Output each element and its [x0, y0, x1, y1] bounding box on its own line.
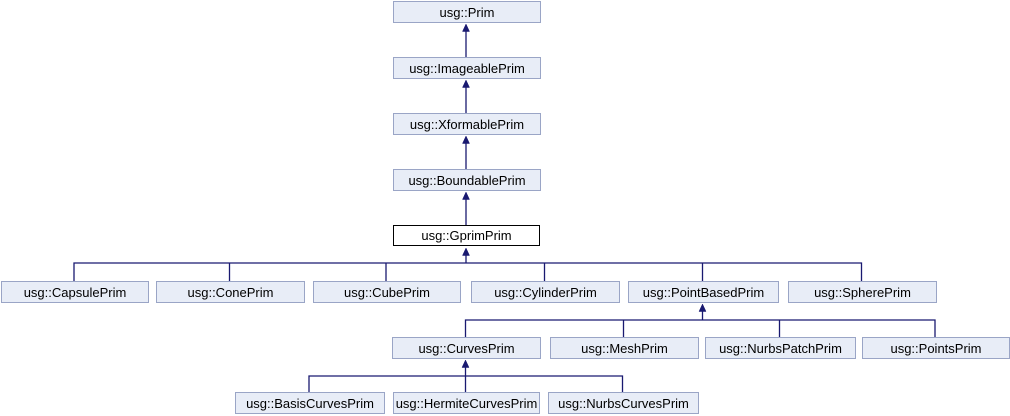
class-node-label: usg::ConePrim: [187, 284, 274, 300]
class-node-label: usg::GprimPrim: [421, 228, 512, 243]
class-node-usg-pointbasedprim[interactable]: usg::PointBasedPrim: [628, 281, 779, 303]
class-node-usg-cylinderprim[interactable]: usg::CylinderPrim: [471, 281, 620, 303]
class-node-label: usg::NurbsPatchPrim: [719, 340, 842, 356]
class-node-label: usg::BoundablePrim: [408, 172, 526, 188]
class-node-usg-nurbscurvesprim[interactable]: usg::NurbsCurvesPrim: [548, 392, 699, 414]
class-node-usg-imageableprim[interactable]: usg::ImageablePrim: [393, 57, 541, 79]
class-node-label: usg::HermiteCurvesPrim: [395, 395, 538, 411]
class-node-label: usg::PointsPrim: [890, 340, 982, 356]
class-node-usg-gprimprim: usg::GprimPrim: [393, 225, 540, 246]
class-node-label: usg::CylinderPrim: [494, 284, 597, 300]
class-node-usg-pointsprim[interactable]: usg::PointsPrim: [862, 337, 1010, 359]
class-node-label: usg::PointBasedPrim: [642, 284, 765, 300]
class-node-usg-nurbspatchprim[interactable]: usg::NurbsPatchPrim: [705, 337, 856, 359]
class-node-label: usg::SpherePrim: [814, 284, 911, 300]
class-node-usg-meshprim[interactable]: usg::MeshPrim: [550, 337, 699, 359]
class-node-usg-boundableprim[interactable]: usg::BoundablePrim: [393, 169, 541, 191]
class-node-usg-curvesprim[interactable]: usg::CurvesPrim: [392, 337, 541, 359]
class-node-usg-cubeprim[interactable]: usg::CubePrim: [313, 281, 461, 303]
class-node-usg-hermitecurvesprim[interactable]: usg::HermiteCurvesPrim: [393, 392, 540, 414]
class-node-label: usg::NurbsCurvesPrim: [558, 395, 689, 411]
class-node-usg-coneprim[interactable]: usg::ConePrim: [156, 281, 305, 303]
class-node-label: usg::XformablePrim: [409, 116, 525, 132]
class-node-usg-prim[interactable]: usg::Prim: [393, 1, 541, 23]
class-node-usg-capsuleprim[interactable]: usg::CapsulePrim: [1, 281, 149, 303]
class-node-usg-sphereprim[interactable]: usg::SpherePrim: [788, 281, 937, 303]
class-node-label: usg::MeshPrim: [581, 340, 668, 356]
class-node-label: usg::CurvesPrim: [418, 340, 515, 356]
class-node-label: usg::Prim: [439, 4, 495, 20]
class-node-label: usg::ImageablePrim: [409, 60, 525, 76]
class-node-usg-xformableprim[interactable]: usg::XformablePrim: [393, 113, 541, 135]
class-node-label: usg::BasisCurvesPrim: [246, 395, 374, 411]
class-node-usg-basiscurvesprim[interactable]: usg::BasisCurvesPrim: [235, 392, 385, 414]
class-node-label: usg::CapsulePrim: [23, 284, 127, 300]
class-node-label: usg::CubePrim: [344, 284, 430, 300]
